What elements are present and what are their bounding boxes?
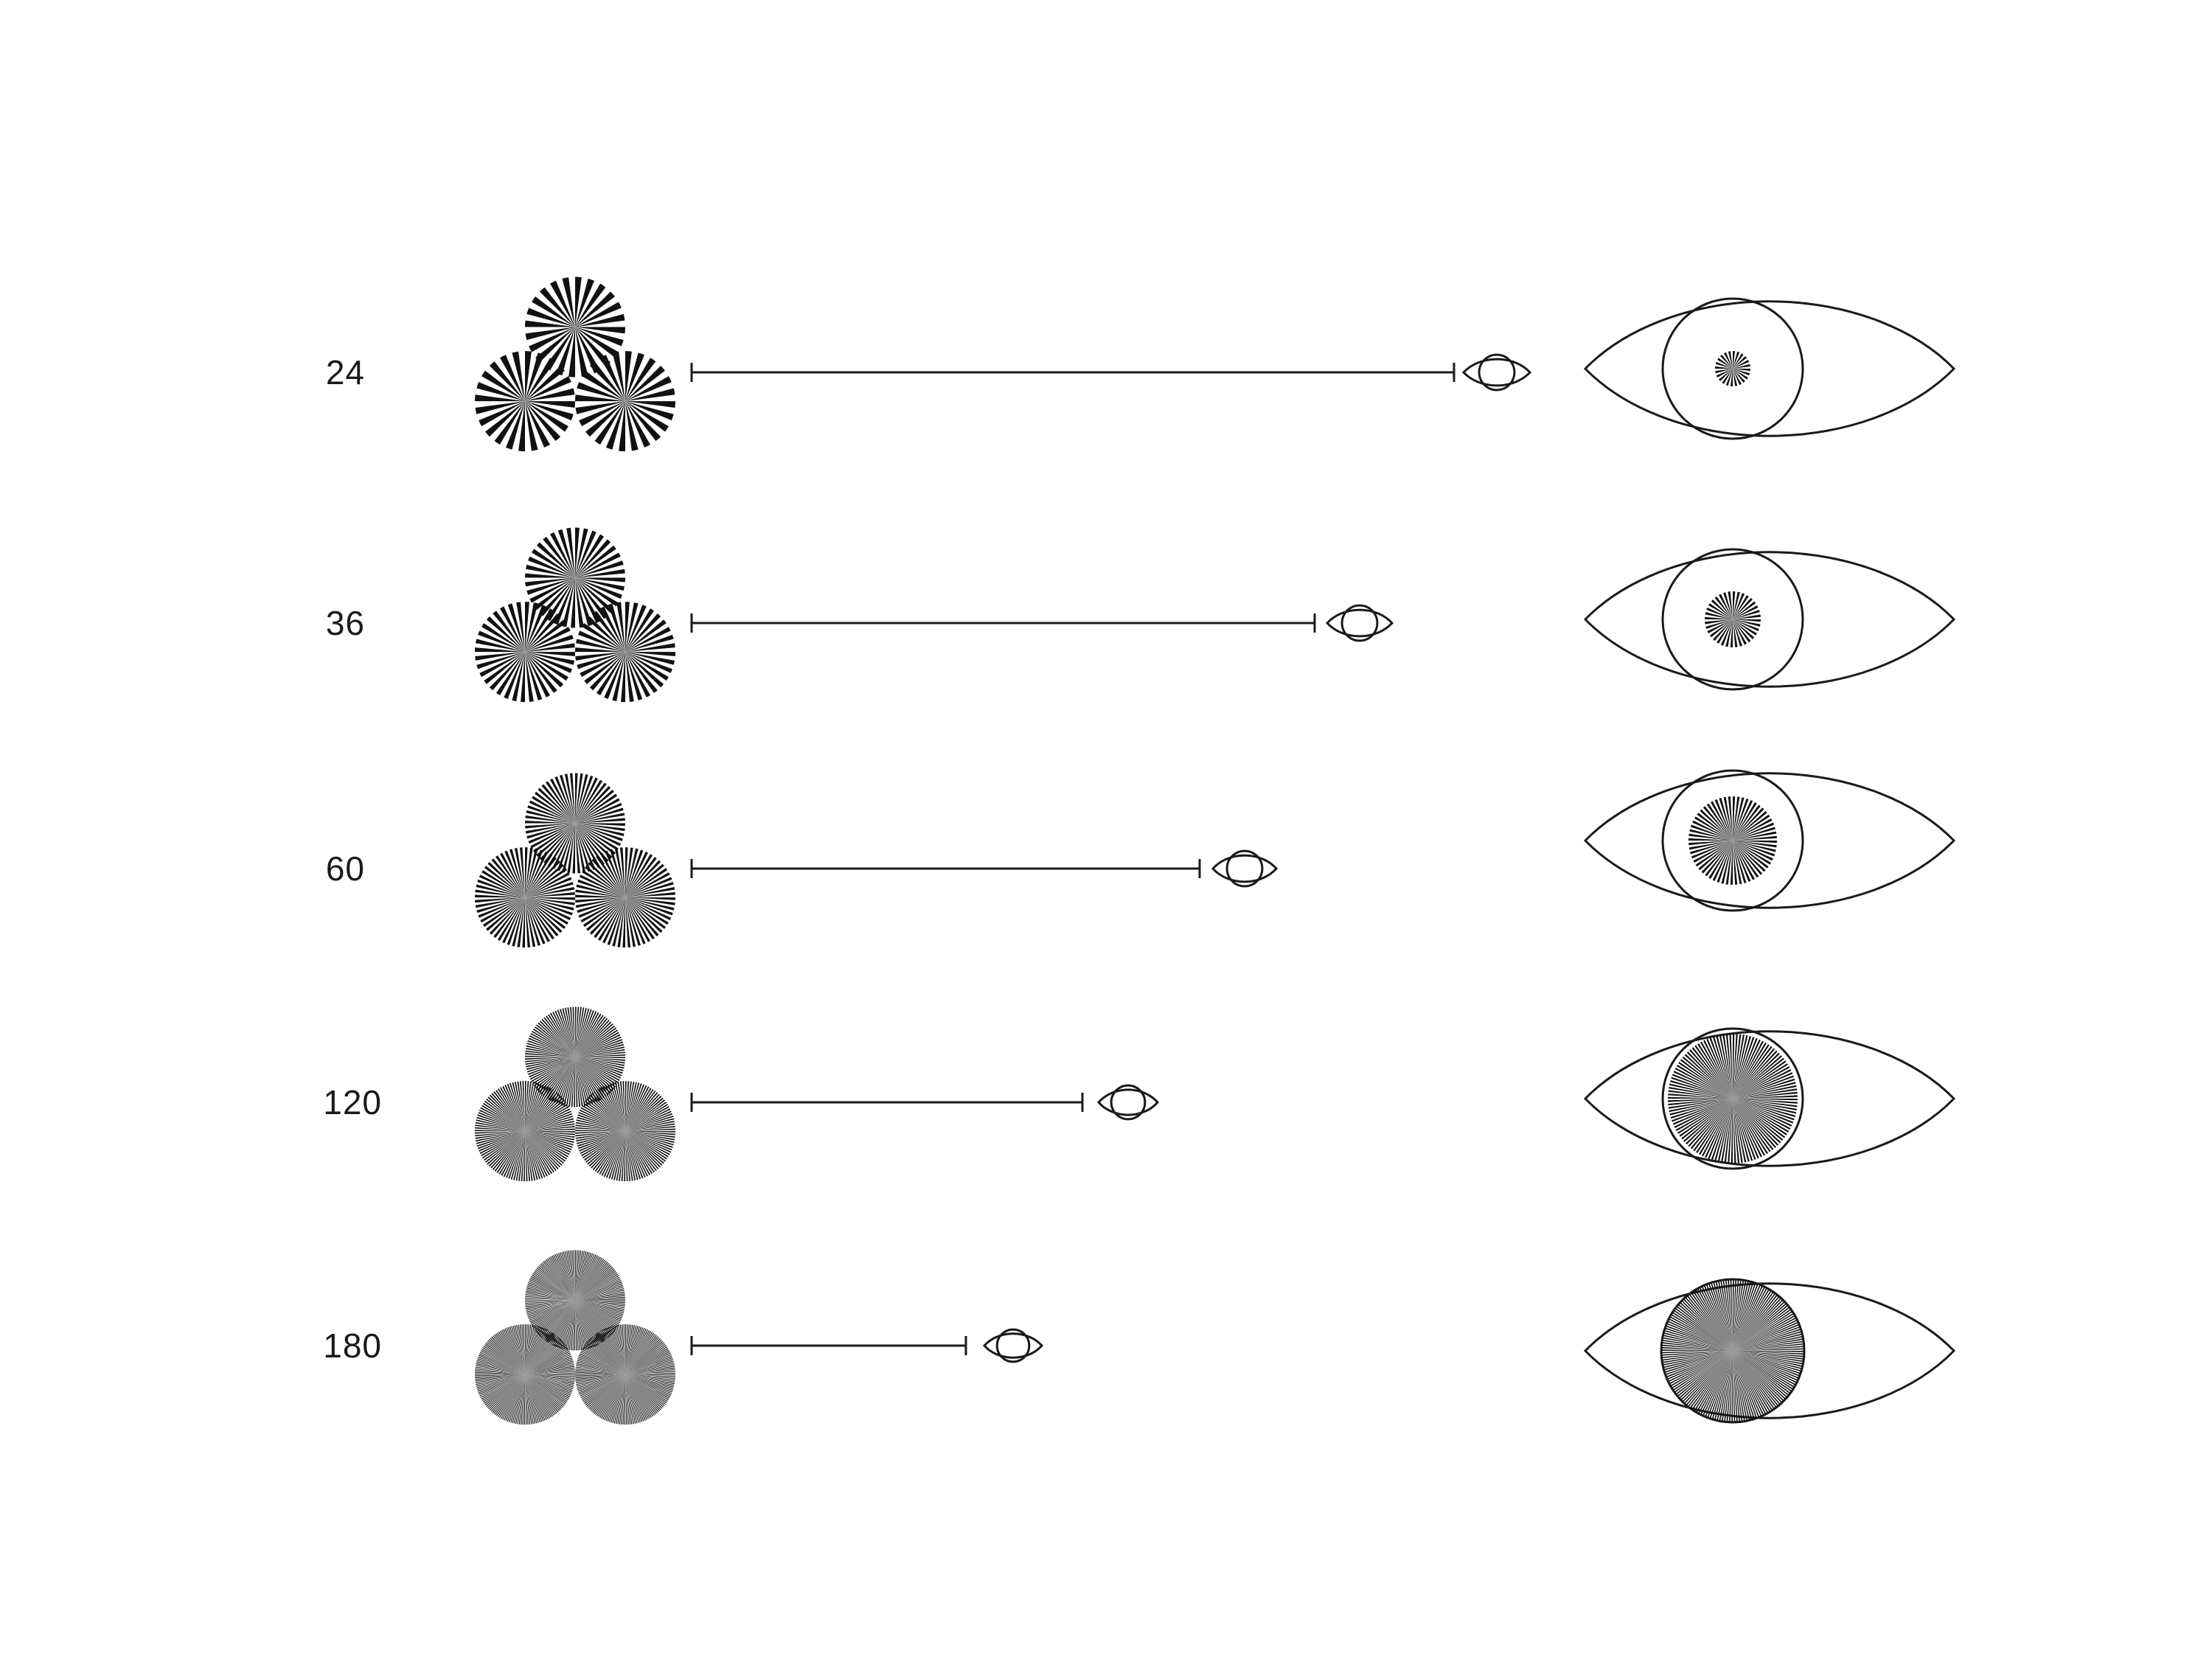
spoke-count-label: 180 (323, 1326, 382, 1365)
siemens-star-triad (466, 991, 684, 1209)
spoke-count-label: 60 (325, 849, 365, 888)
viewing-distance-line (690, 1333, 967, 1358)
observer-eye-icon (1324, 603, 1395, 643)
viewing-distance-line (690, 360, 1455, 385)
spoke-count-label: 24 (325, 353, 365, 392)
siemens-star-triad (466, 757, 684, 975)
eye-detail-diagram (1573, 534, 1966, 705)
viewing-distance-line (690, 1090, 1084, 1115)
siemens-star-triad (466, 512, 684, 730)
siemens-star-triad (466, 1234, 684, 1453)
viewing-distance-line (690, 611, 1316, 636)
observer-eye-icon (1096, 1083, 1161, 1121)
eye-detail-diagram (1573, 283, 1966, 454)
viewing-distance-line (690, 856, 1201, 881)
observer-eye-icon (1461, 352, 1533, 392)
observer-eye-icon (1210, 849, 1279, 888)
eye-detail-diagram (1573, 1013, 1966, 1184)
spoke-count-label: 120 (323, 1083, 382, 1121)
spoke-count-label: 36 (325, 604, 365, 642)
eye-detail-diagram (1573, 1265, 1966, 1436)
observer-eye-icon (981, 1327, 1045, 1364)
eye-detail-diagram (1573, 755, 1966, 926)
siemens-star-triad (466, 261, 684, 479)
